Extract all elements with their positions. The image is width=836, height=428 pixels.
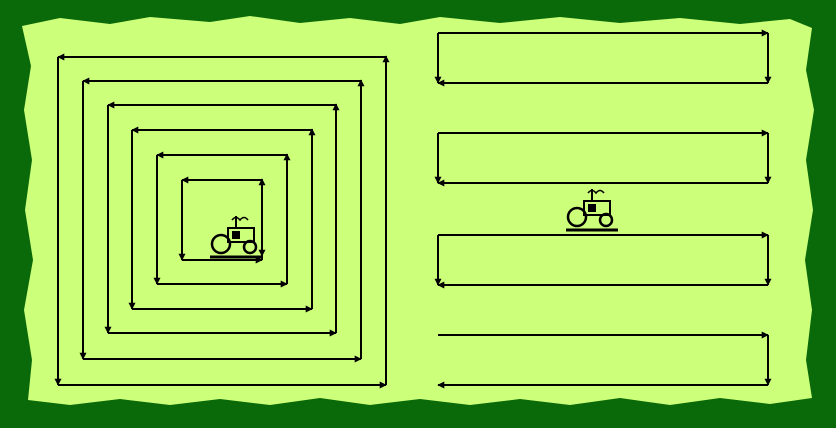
field-area <box>22 16 814 405</box>
